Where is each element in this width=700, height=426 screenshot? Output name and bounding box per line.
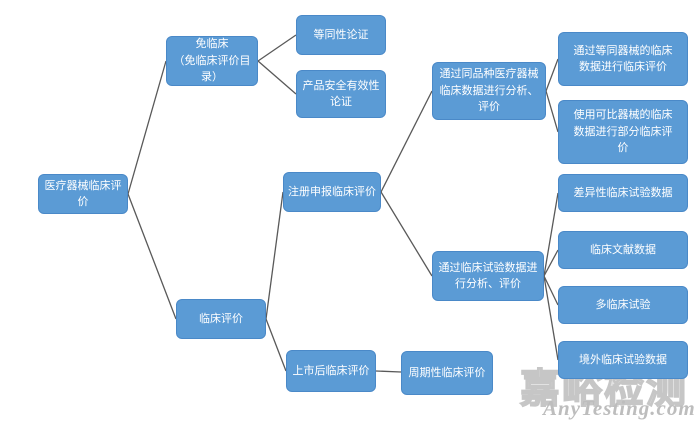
connector-same-variety-comparable-device [545,90,559,133]
connector-exempt-equivalence [257,34,297,62]
node-differential-trial-data: 差异性临床试验数据 [558,174,688,212]
connector-same-variety-equivalent-device [545,58,559,92]
node-equivalence-demonstration: 等同性论证 [296,15,386,55]
connector-clinical-eval-registration [265,191,284,320]
node-medical-device-clinical-evaluation: 医疗器械临床评价 [38,174,128,214]
connector-trial-data-multi-trial [543,275,559,306]
node-clinical-evaluation: 临床评价 [176,299,266,339]
node-clinical-exemption: 免临床 （免临床评价目录） [166,36,258,86]
connector-root-exempt [127,60,167,195]
watermark-site-url: AnyTesting.com [543,396,696,420]
connector-post-market-periodic [375,370,402,373]
node-comparable-device-data: 使用可比器械的临床 数据进行部分临床评 价 [558,100,688,164]
connector-trial-data-differential [543,192,559,277]
connector-root-clinical-eval [127,193,177,320]
node-product-safety-effectiveness: 产品安全有效性 论证 [296,70,386,118]
connector-registration-trial-data [380,191,433,277]
node-equivalent-device-data: 通过等同器械的临床 数据进行临床评价 [558,32,688,86]
node-multi-clinical-trial: 多临床试验 [558,286,688,324]
node-clinical-literature-data: 临床文献数据 [558,231,688,269]
node-post-market-clinical-evaluation: 上市后临床评价 [286,350,376,392]
connector-trial-data-overseas [543,275,559,361]
node-same-variety-data-analysis: 通过同品种医疗器械 临床数据进行分析、 评价 [432,62,546,120]
node-overseas-trial-data: 境外临床试验数据 [558,341,688,379]
node-clinical-trial-data-analysis: 通过临床试验数据进 行分析、评价 [432,251,544,301]
node-periodic-clinical-evaluation: 周期性临床评价 [401,351,493,395]
connector-registration-same-variety [380,90,433,193]
connector-exempt-product-safety [257,60,297,95]
connector-clinical-eval-post-market [265,318,287,372]
node-registration-clinical-evaluation: 注册申报临床评价 [283,172,381,212]
connector-trial-data-literature [543,249,559,277]
